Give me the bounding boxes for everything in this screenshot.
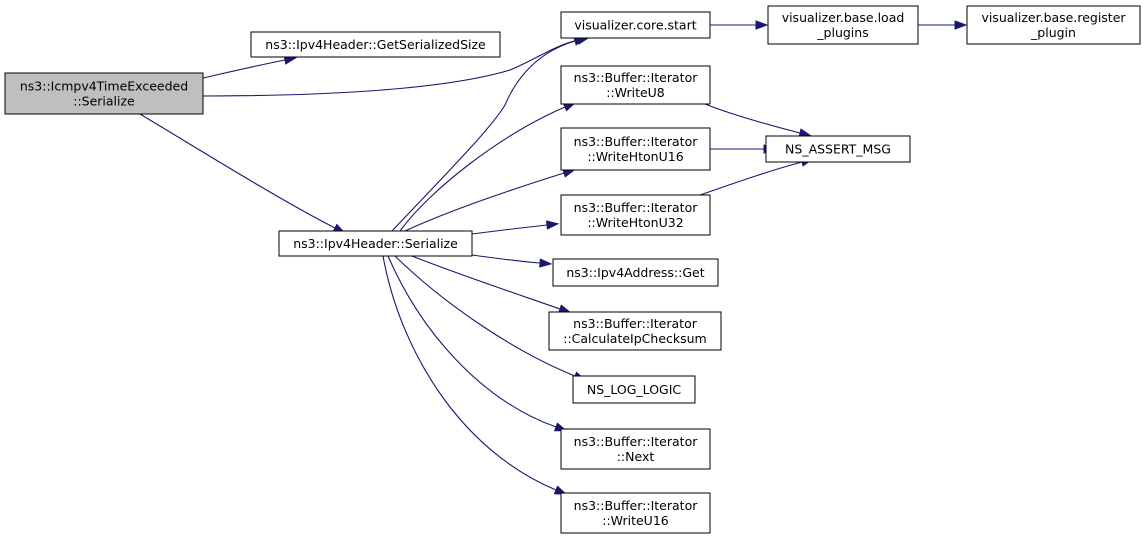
node-box [560,194,711,236]
node-label-line: visualizer.base.load [782,10,905,25]
node-iterator-next[interactable]: ns3::Buffer::Iterator::Next [560,428,711,470]
edge-line [202,39,579,97]
edge-arrowhead [755,20,769,30]
node-label-line: ::WriteU8 [606,85,665,100]
edge-line [411,255,561,310]
node-ns-assert-msg[interactable]: NS_ASSERT_MSG [765,135,911,163]
edge-line [139,113,336,229]
edge-line [699,161,803,196]
edge-ipv4header_serialize-to-write_u8 [399,102,577,232]
node-label-line: ns3::Buffer::Iterator [574,434,699,449]
node-write-hton-u16[interactable]: ns3::Buffer::Iterator::WriteHtonU16 [560,127,711,171]
node-box [966,5,1141,45]
edge-icmpv4_serialize-to-ipv4header_serialize [139,113,347,234]
node-label-line: NS_LOG_LOGIC [587,382,682,397]
node-label-line: ::CalculateIpChecksum [563,331,707,346]
edge-line [394,255,576,377]
node-box [250,31,501,58]
edge-arrowhead [954,20,968,30]
node-calculate-ip-checksum[interactable]: ns3::Buffer::Iterator::CalculateIpChecks… [548,311,722,351]
node-label-line: _plugins [816,25,868,40]
node-label-line: ::WriteU16 [602,513,669,528]
node-label-line: visualizer.base.register [981,10,1126,25]
node-label-line: ::WriteHtonU16 [587,149,683,164]
node-label-line: ns3::Buffer::Iterator [574,70,699,85]
node-label-line: ::WriteHtonU32 [587,215,683,230]
node-write-u16[interactable]: ns3::Buffer::Iterator::WriteU16 [560,492,711,534]
edge-write_hton_u16-to-ns_assert_msg [710,144,777,154]
node-label-line: ns3::Icmpv4TimeExceeded [20,79,188,94]
node-label-line: ns3::Buffer::Iterator [574,134,699,149]
node-label-line: visualizer.core.start [574,18,696,33]
node-ipv4address-get[interactable]: ns3::Ipv4Address::Get [552,258,719,287]
edge-viz_core_start-to-viz_base_load_plugins [710,20,769,30]
node-label-line: ns3::Buffer::Iterator [574,200,699,215]
node-label-line: ns3::Ipv4Header::Serialize [293,236,458,251]
node-label-line: ns3::Buffer::Iterator [573,316,698,331]
node-label-line: ns3::Ipv4Header::GetSerializedSize [265,37,486,52]
edge-ipv4header_serialize-to-iterator_next [387,255,568,432]
node-box [560,428,711,470]
node-box [552,258,719,287]
node-get-serialized-size[interactable]: ns3::Ipv4Header::GetSerializedSize [250,31,501,58]
edge-line [471,224,548,235]
node-viz-base-register-plugin[interactable]: visualizer.base.register_plugin [966,5,1141,45]
node-label-line: ::Next [617,449,655,464]
edge-ipv4header_serialize-to-write_u16 [382,255,568,495]
edge-viz_base_load_plugins-to-viz_base_register_plugin [918,20,968,30]
edge-arrowhead [545,220,560,230]
nodes-layer: ns3::Icmpv4TimeExceeded::Serializens3::I… [4,5,1141,534]
node-box [4,72,204,115]
node-write-hton-u32[interactable]: ns3::Buffer::Iterator::WriteHtonU32 [560,194,711,236]
edge-write_u8-to-ns_assert_msg [704,103,813,138]
node-box [278,230,473,257]
node-label-line: ns3::Buffer::Iterator [574,498,699,513]
edge-arrowhead [539,258,553,268]
node-label-line: _plugin [1030,25,1076,40]
node-box [548,311,722,351]
edge-line [382,255,557,491]
node-write-u8[interactable]: ns3::Buffer::Iterator::WriteU8 [560,65,711,105]
edge-ipv4header_serialize-to-ipv4address_get [471,254,553,268]
node-viz-base-load-plugins[interactable]: visualizer.base.load_plugins [767,5,919,45]
edges-layer [139,20,968,495]
edge-line [399,106,566,232]
node-label-line: NS_ASSERT_MSG [785,142,891,157]
node-box [572,375,696,404]
node-label-line: ns3::Ipv4Address::Get [566,265,704,280]
edge-ipv4header_serialize-to-write_hton_u32 [471,220,560,235]
node-ns-log-logic[interactable]: NS_LOG_LOGIC [572,375,696,404]
node-viz-core-start[interactable]: visualizer.core.start [560,11,711,39]
node-box [560,11,711,39]
edge-line [202,59,286,79]
node-box [560,65,711,105]
node-icmpv4-serialize[interactable]: ns3::Icmpv4TimeExceeded::Serialize [4,72,204,115]
edge-ipv4header_serialize-to-viz_core_start [391,36,587,232]
edge-line [391,40,576,232]
node-box [765,135,911,163]
node-box [767,5,919,45]
node-box [560,127,711,171]
node-ipv4header-serialize[interactable]: ns3::Ipv4Header::Serialize [278,230,473,257]
edge-line [404,172,565,232]
edge-line [704,103,801,134]
node-label-line: ::Serialize [73,94,135,109]
edge-line [387,255,557,428]
edge-icmpv4_serialize-to-get_serialized_size [202,55,298,79]
node-box [560,492,711,534]
edge-arrowhead [553,485,568,495]
edge-line [471,254,541,264]
edge-write_hton_u32-to-ns_assert_msg [699,157,815,196]
